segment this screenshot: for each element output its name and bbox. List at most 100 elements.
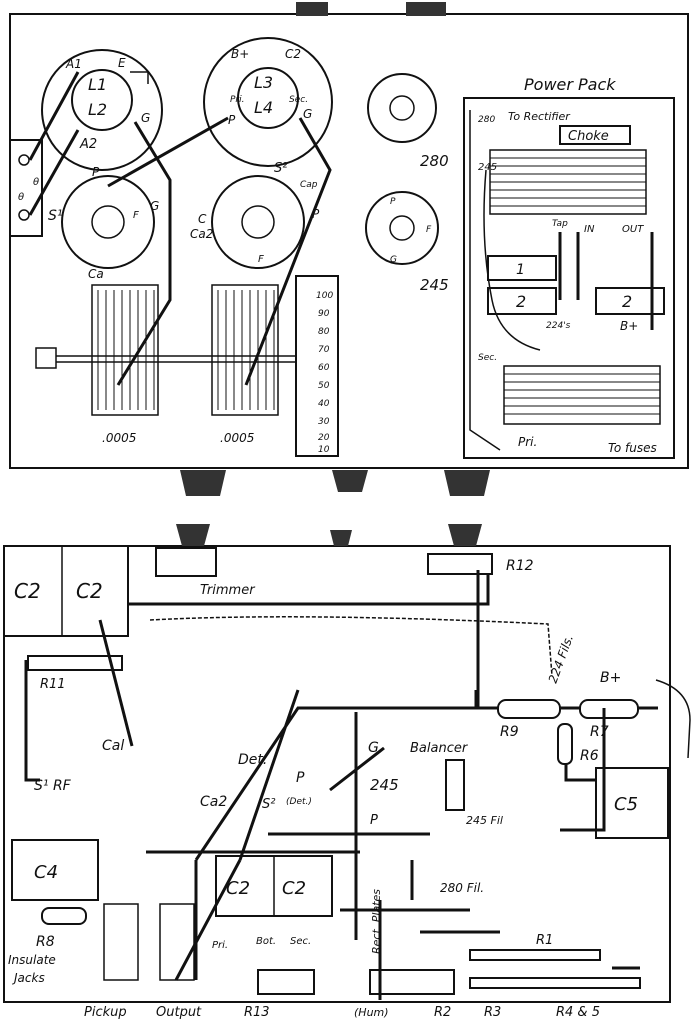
fils-224-wire — [149, 616, 553, 677]
terminal-label-2: θ — [18, 192, 24, 203]
r11-resistor — [27, 655, 123, 671]
r1-resistor — [469, 949, 601, 961]
pp-twisted-wires — [469, 110, 541, 451]
choke-label-box — [559, 125, 631, 145]
socket-245-center — [389, 215, 415, 241]
bottom-knob-3 — [448, 524, 482, 546]
r4-r5-resistor — [469, 977, 641, 989]
socket-280-center — [389, 95, 415, 121]
c2-label-3: C2 — [226, 878, 250, 899]
r12-label: R12 — [506, 558, 534, 574]
c2-block-top — [3, 545, 129, 637]
tube-socket-middle — [211, 175, 305, 269]
c2-label-1: C2 — [14, 579, 41, 603]
variable-condenser-middle — [211, 284, 279, 416]
coil-label-sec: Sec. — [289, 95, 308, 105]
ca2-label: Ca2 — [200, 794, 227, 810]
det-small-label: (Det.) — [286, 797, 312, 807]
r7-resistor — [579, 699, 639, 719]
c2-label-2: C2 — [76, 579, 103, 603]
pp-wire-280: 280 — [478, 115, 495, 125]
terminal-1 — [18, 154, 30, 166]
coil-label-l3: L3 — [254, 73, 273, 92]
r6-label: R6 — [580, 748, 599, 764]
r12-pot — [427, 553, 493, 575]
terminal-2 — [18, 209, 30, 221]
coil-label-e: E — [118, 56, 126, 70]
r6-resistor — [557, 723, 573, 765]
shaft-bracket — [35, 347, 57, 369]
tube-socket-left — [61, 175, 155, 269]
c5-condenser — [595, 767, 669, 839]
pp-cap-2a-label: 2 — [516, 292, 526, 311]
bot-label: Bot. — [256, 936, 276, 947]
socket-mid-center — [241, 205, 275, 239]
c4-condenser — [11, 839, 99, 901]
pp-bplus: B+ — [620, 319, 638, 333]
balancer-label: Balancer — [410, 741, 469, 756]
tube-socket-280 — [367, 73, 437, 143]
dial-tick-40: 40 — [318, 399, 330, 409]
condenser-middle-value: .0005 — [220, 431, 254, 445]
r9-label: R9 — [500, 724, 519, 740]
bottom-wiring — [24, 570, 640, 1000]
wire-p-left — [107, 116, 229, 188]
coil-label-bplus: B+ — [231, 47, 249, 61]
bottom-knob-1 — [176, 524, 210, 546]
pp-224: 224's — [546, 321, 571, 331]
dial-tick-90: 90 — [318, 309, 330, 319]
bottom-chassis-view: C2 C2 Trimmer R12 R11 224 Fils. B+ Cal S… — [3, 524, 691, 1020]
pp-to-fuses: To fuses — [608, 441, 657, 455]
coil-label-g: G — [141, 111, 150, 125]
r1-label: R1 — [536, 933, 553, 948]
coil-label-p: P — [228, 113, 236, 127]
dial-tick-80: 80 — [318, 327, 330, 337]
r13-label: R13 — [244, 1005, 270, 1020]
c5-label: C5 — [614, 794, 638, 815]
tuning-shaft — [56, 355, 306, 363]
jacks-label: Jacks — [12, 971, 45, 985]
antenna-terminal-block — [9, 139, 43, 237]
coil-label-l2: L2 — [88, 100, 107, 119]
fil280-label: 280 Fil. — [440, 881, 484, 895]
coil-l1-l2-core — [71, 69, 133, 131]
r11-label: R11 — [40, 677, 66, 692]
wire-a2 — [28, 129, 80, 216]
socket-280-label: 280 — [420, 152, 449, 170]
pp-pri: Pri. — [518, 435, 537, 449]
power-transformer — [503, 365, 661, 425]
bplus-label: B+ — [600, 670, 621, 686]
variable-condenser-left — [91, 284, 159, 416]
v245-label: 245 — [370, 776, 399, 794]
foot-2 — [332, 470, 368, 492]
choke-coil — [489, 149, 647, 215]
pp-wire-245: 245 — [478, 162, 497, 173]
coil-label-g2: G — [303, 107, 312, 121]
socket-mid-ca2: Ca2 — [190, 227, 213, 241]
wire-g-mid — [244, 117, 332, 386]
pp-sec: Sec. — [478, 353, 497, 363]
socket-mid-f: F — [258, 254, 264, 265]
trimmer-condenser — [155, 547, 217, 577]
top-chassis-view: θ θ L1 L2 A1 E A2 G L3 L4 B+ C2 Pri. Sec… — [9, 2, 689, 496]
trimmer-label: Trimmer — [200, 583, 256, 598]
r7-label: R7 — [590, 724, 609, 740]
wire-a1 — [28, 71, 80, 161]
pp-cap-2a — [487, 287, 557, 315]
balancer-resistor — [445, 759, 465, 811]
socket-245-label: 245 — [420, 276, 449, 294]
tube-socket-245 — [365, 191, 439, 265]
wire-g-left — [116, 121, 172, 386]
insulate-label: Insulate — [8, 953, 56, 967]
coil-label-l4: L4 — [254, 98, 273, 117]
c2-label-4: C2 — [282, 878, 306, 899]
socket-left-g: G — [150, 199, 159, 213]
socket-left-p: P — [92, 165, 100, 179]
condenser-left-value: .0005 — [102, 431, 136, 445]
dial-tick-100: 100 — [316, 291, 333, 301]
pp-cap-2b-label: 2 — [622, 292, 632, 311]
dial-tick-20: 20 — [318, 433, 330, 443]
socket-left-center — [91, 205, 125, 239]
foot-1 — [180, 470, 226, 496]
pp-out: OUT — [622, 224, 644, 235]
